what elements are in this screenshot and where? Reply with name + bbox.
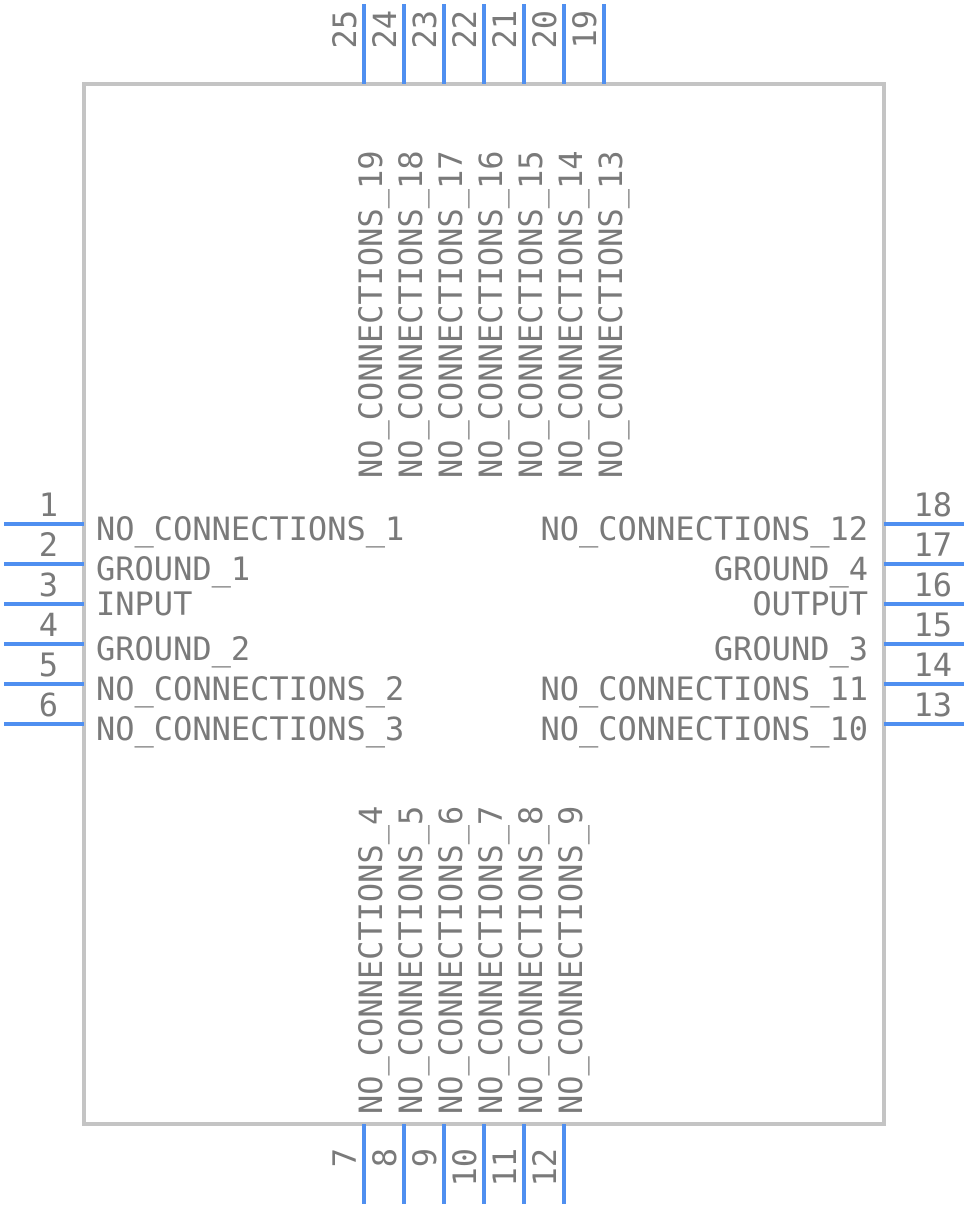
pin-label: GROUND_2	[96, 630, 250, 668]
pin-number: 5	[39, 646, 58, 684]
pin-label: NO_CONNECTIONS_13	[592, 150, 630, 478]
pin-label: NO_CONNECTIONS_15	[512, 150, 550, 478]
pin-number: 24	[366, 10, 404, 49]
pin-number: 19	[566, 10, 604, 49]
pin-label: NO_CONNECTIONS_2	[96, 670, 404, 708]
pin-number: 10	[446, 1148, 484, 1187]
pin-number: 17	[913, 526, 952, 564]
pin-label: GROUND_3	[714, 630, 868, 668]
pin-number: 20	[526, 10, 564, 49]
pin-label: NO_CONNECTIONS_14	[552, 150, 590, 478]
pin-number: 13	[913, 686, 952, 724]
pin-label: NO_CONNECTIONS_1	[96, 510, 404, 548]
pin-label: INPUT	[96, 585, 192, 623]
right-pins: 18 17 16 15 14 13 NO_CONNECTIONS_12 GROU…	[540, 486, 964, 748]
pin-number: 12	[526, 1148, 564, 1187]
pin-label: NO_CONNECTIONS_4	[352, 806, 390, 1114]
pin-label: NO_CONNECTIONS_5	[392, 806, 430, 1114]
pin-number: 1	[39, 486, 58, 524]
top-pins: 25 24 23 22 21 20 19 NO_CONNECTIONS_19 N…	[326, 4, 630, 478]
pin-number: 23	[406, 10, 444, 49]
pin-number: 22	[446, 10, 484, 49]
pin-label: NO_CONNECTIONS_12	[540, 510, 868, 548]
pin-number: 3	[39, 566, 58, 604]
pin-number: 14	[913, 646, 952, 684]
pin-label: GROUND_4	[714, 550, 868, 588]
pin-number: 4	[39, 606, 58, 644]
pin-label: NO_CONNECTIONS_3	[96, 710, 404, 748]
pin-label: OUTPUT	[752, 585, 868, 623]
pin-number: 7	[326, 1148, 364, 1167]
pin-label: NO_CONNECTIONS_9	[552, 806, 590, 1114]
pin-number: 18	[913, 486, 952, 524]
pin-label: NO_CONNECTIONS_18	[392, 150, 430, 478]
pin-label: NO_CONNECTIONS_6	[432, 806, 470, 1114]
pin-label: NO_CONNECTIONS_19	[352, 150, 390, 478]
pin-number: 11	[486, 1148, 524, 1187]
pin-label: GROUND_1	[96, 550, 250, 588]
bottom-pins: 7 8 9 10 11 12 NO_CONNECTIONS_4 NO_CONNE…	[326, 806, 590, 1204]
pin-number: 6	[39, 686, 58, 724]
pin-number: 8	[366, 1148, 404, 1167]
pin-label: NO_CONNECTIONS_17	[432, 150, 470, 478]
pin-number: 2	[39, 526, 58, 564]
pin-number: 21	[486, 10, 524, 49]
pin-label: NO_CONNECTIONS_8	[512, 806, 550, 1114]
pin-label: NO_CONNECTIONS_16	[472, 150, 510, 478]
pin-label: NO_CONNECTIONS_10	[540, 710, 868, 748]
pin-number: 25	[326, 10, 364, 49]
pin-label: NO_CONNECTIONS_11	[540, 670, 868, 708]
pin-label: NO_CONNECTIONS_7	[472, 806, 510, 1114]
pin-number: 9	[406, 1148, 444, 1167]
left-pins: 1 2 3 4 5 6 NO_CONNECTIONS_1 GROUND_1 IN…	[4, 486, 404, 748]
pin-number: 16	[913, 566, 952, 604]
pin-number: 15	[913, 606, 952, 644]
